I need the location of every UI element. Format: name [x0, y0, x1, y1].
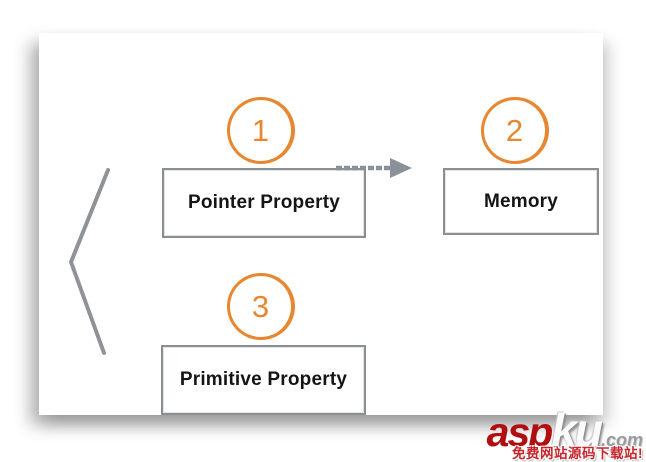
step-circle-2: 2 [481, 97, 549, 164]
memory-box: Memory [443, 168, 599, 235]
primitive-property-box: Primitive Property [161, 345, 366, 415]
aspku-watermark: aspku.com 免费网站源码下载站! [487, 407, 643, 461]
brand-tld-text: .com [600, 429, 643, 450]
pointer-property-box: Pointer Property [162, 168, 366, 238]
step-number-1: 1 [251, 112, 270, 148]
brand-ku-text: ku [551, 403, 603, 456]
memory-label: Memory [483, 190, 559, 212]
step-circle-3: 3 [227, 273, 295, 340]
step-number-3: 3 [251, 288, 270, 324]
primitive-property-label: Primitive Property [179, 369, 348, 390]
watermark-tagline: 免费网站源码下载站! [512, 445, 643, 461]
pointer-property-label: Pointer Property [187, 192, 341, 213]
step-circle-1: 1 [227, 97, 295, 164]
diagram-card: 1 2 3 Pointer Property Memory Primitive … [39, 33, 603, 415]
aspku-logo: aspku.com [487, 407, 643, 453]
brand-asp-text: asp [486, 408, 554, 455]
step-number-2: 2 [505, 112, 524, 148]
